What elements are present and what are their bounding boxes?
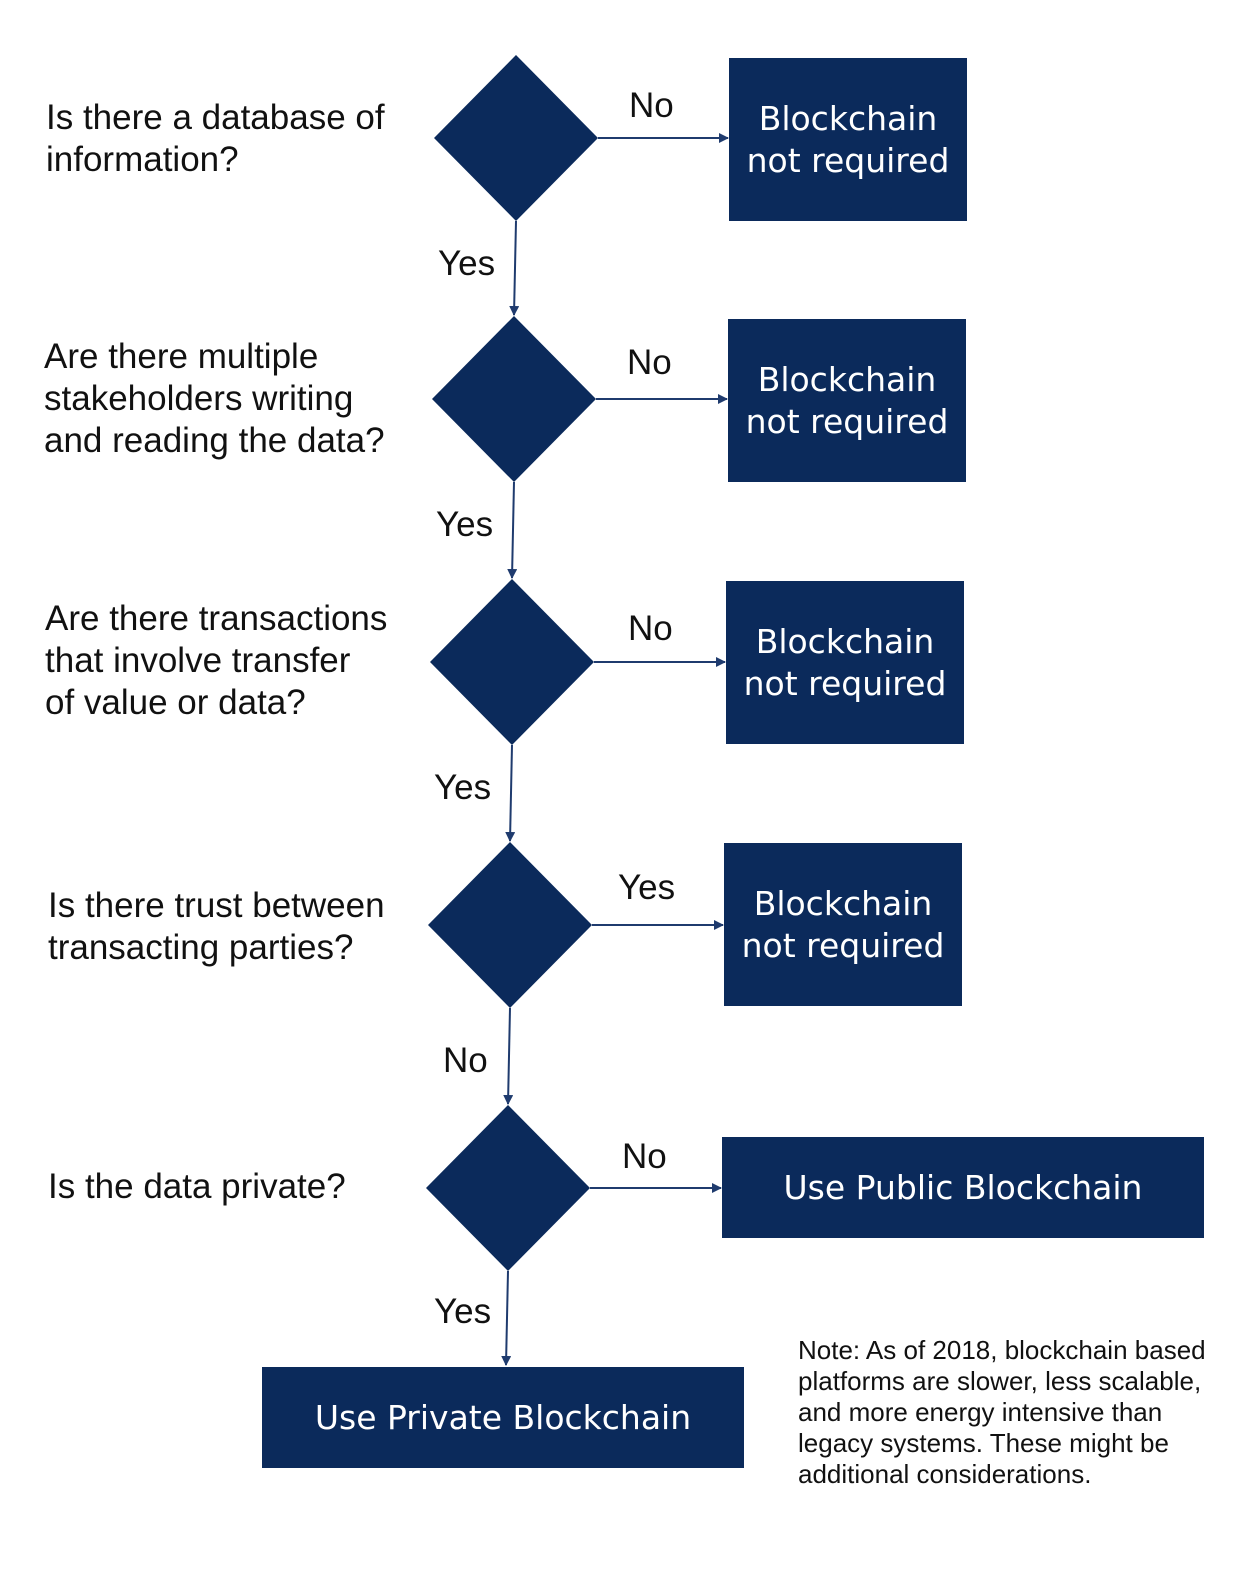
outcome-text: Blockchain not required [738, 98, 958, 182]
side-label-transactions: No [628, 609, 673, 648]
note-text: Note: As of 2018, blockchain based platf… [798, 1335, 1206, 1489]
outcome-line: not required [741, 925, 945, 965]
down-label-trust: No [443, 1041, 488, 1080]
down-label-private: Yes [434, 1292, 492, 1331]
question-trust: Is there trust between transacting parti… [48, 885, 385, 969]
outcome-text: Blockchain not required [737, 359, 957, 443]
decision-diamond-private [426, 1105, 590, 1271]
final-box-private-blockchain: Use Private Blockchain [262, 1367, 744, 1468]
connector-database-to-stakeholders [509, 220, 520, 316]
question-line: Is there a database of [46, 98, 385, 137]
decision-diamond-stakeholders [432, 316, 596, 482]
question-line: transacting parties? [48, 928, 354, 967]
question-line: Is the data private? [48, 1167, 346, 1206]
outcome-line: Blockchain [758, 98, 938, 138]
outcome-line: not required [745, 401, 949, 441]
question-line: information? [46, 140, 239, 179]
question-line: Is there trust between [48, 886, 385, 925]
outcome-line: Blockchain [757, 359, 937, 399]
down-label-transactions: Yes [434, 768, 492, 807]
outcome-line: not required [746, 140, 950, 180]
final-label: Use Private Blockchain [314, 1397, 692, 1437]
side-label-trust: Yes [618, 868, 676, 907]
question-line: Are there transactions [45, 599, 388, 638]
outcome-line: Blockchain [753, 883, 933, 923]
outcome-text: Blockchain not required [733, 883, 953, 967]
question-line: stakeholders writing [44, 379, 354, 418]
connector-trust-to-private [503, 1007, 514, 1105]
decision-diamond-database [434, 55, 598, 221]
decision-diamond-transactions [430, 579, 594, 745]
outcome-box-trust: Blockchain not required [724, 843, 962, 1006]
side-label-stakeholders: No [627, 343, 672, 382]
connector-private-to-final [501, 1270, 512, 1366]
down-label-database: Yes [438, 244, 496, 283]
question-line: and reading the data? [44, 421, 385, 460]
side-label-private: No [622, 1137, 667, 1176]
connector-transactions-to-trust [505, 744, 516, 842]
outcome-line: not required [743, 663, 947, 703]
outcome-box-public-blockchain: Use Public Blockchain [722, 1137, 1204, 1238]
question-line: of value or data? [45, 683, 306, 722]
outcome-line: Use Public Blockchain [783, 1167, 1143, 1207]
outcome-line: Blockchain [755, 621, 935, 661]
outcome-box-transactions: Blockchain not required [726, 581, 964, 744]
question-private: Is the data private? [48, 1166, 346, 1208]
connector-stakeholders-to-transactions [507, 481, 518, 579]
question-database: Is there a database of information? [46, 97, 385, 181]
outcome-box-stakeholders: Blockchain not required [728, 319, 966, 482]
question-line: that involve transfer [45, 641, 351, 680]
question-transactions: Are there transactions that involve tran… [45, 598, 387, 724]
question-line: Are there multiple [44, 337, 319, 376]
outcome-text: Blockchain not required [735, 621, 955, 705]
outcome-box-database: Blockchain not required [729, 58, 967, 221]
question-stakeholders: Are there multiple stakeholders writing … [44, 336, 385, 462]
decision-diamond-trust [428, 842, 592, 1008]
down-label-stakeholders: Yes [436, 505, 494, 544]
side-label-database: No [629, 86, 674, 125]
